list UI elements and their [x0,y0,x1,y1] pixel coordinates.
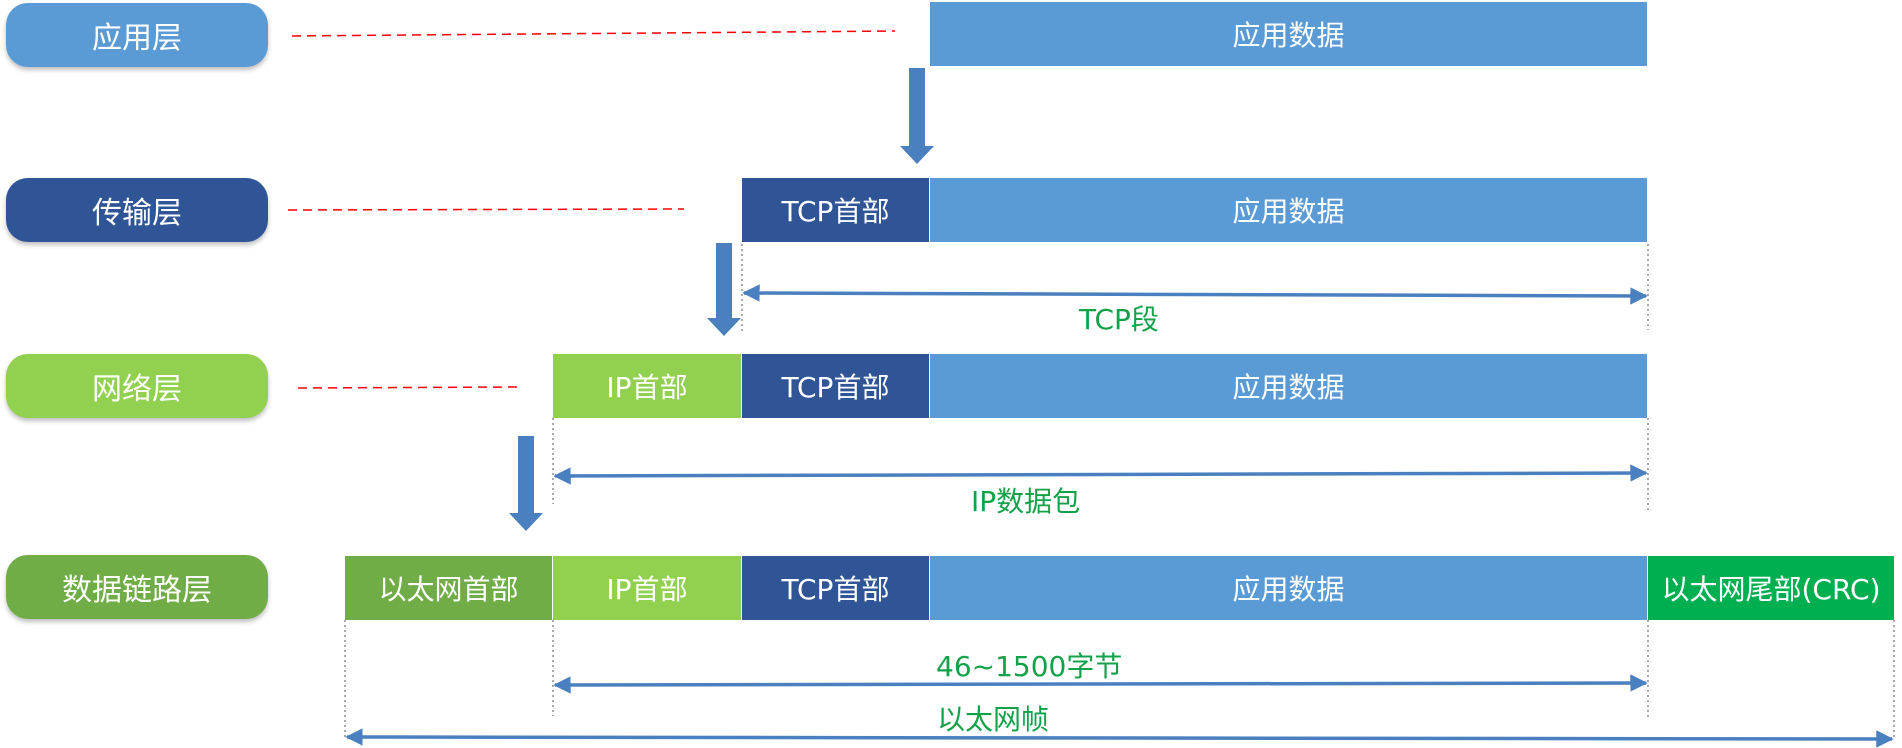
layer-network-label: 网络层 [92,372,182,407]
layer-datalink: 数据链路层 [6,555,268,619]
guide-line-application [291,30,896,37]
layer-application-label: 应用层 [92,21,182,56]
span-label-ip-packet: IP数据包 [971,485,1081,518]
span-label-payload-size: 46~1500字节 [936,650,1123,683]
span-label-eth-frame: 以太网帧 [937,703,1050,736]
datalink-row-eth-header: 以太网首部 [345,556,553,620]
down-arrow-1-icon [900,68,934,164]
guide-line-transport [287,208,685,211]
span-arrow-eth-frame [345,728,1894,748]
layer-transport: 传输层 [6,178,268,242]
datalink-row-app-data: 应用数据 [930,556,1648,620]
app-row-app-data: 应用数据 [930,2,1648,66]
transport-row-app-data: 应用数据 [930,178,1648,242]
span-arrow-tcp-segment [742,284,1648,305]
datalink-row-eth-trailer: 以太网尾部(CRC) [1648,556,1894,620]
network-row-app-data: 应用数据 [930,354,1648,418]
span-arrow-payload [553,674,1648,694]
down-arrow-2-icon [707,243,741,336]
down-arrow-3-icon [509,436,543,531]
layer-network: 网络层 [6,354,268,418]
network-row-ip-header: IP首部 [553,354,742,418]
datalink-row-tcp-header: TCP首部 [742,556,930,620]
layer-application: 应用层 [6,3,268,67]
datalink-row-ip-header: IP首部 [553,556,742,620]
guide-line-network [297,386,519,389]
span-label-tcp-segment: TCP段 [1079,303,1159,336]
transport-row-tcp-header: TCP首部 [742,178,930,242]
span-arrow-ip-packet [553,464,1648,485]
network-row-tcp-header: TCP首部 [742,354,930,418]
layer-transport-label: 传输层 [92,196,182,231]
layer-datalink-label: 数据链路层 [62,573,212,608]
